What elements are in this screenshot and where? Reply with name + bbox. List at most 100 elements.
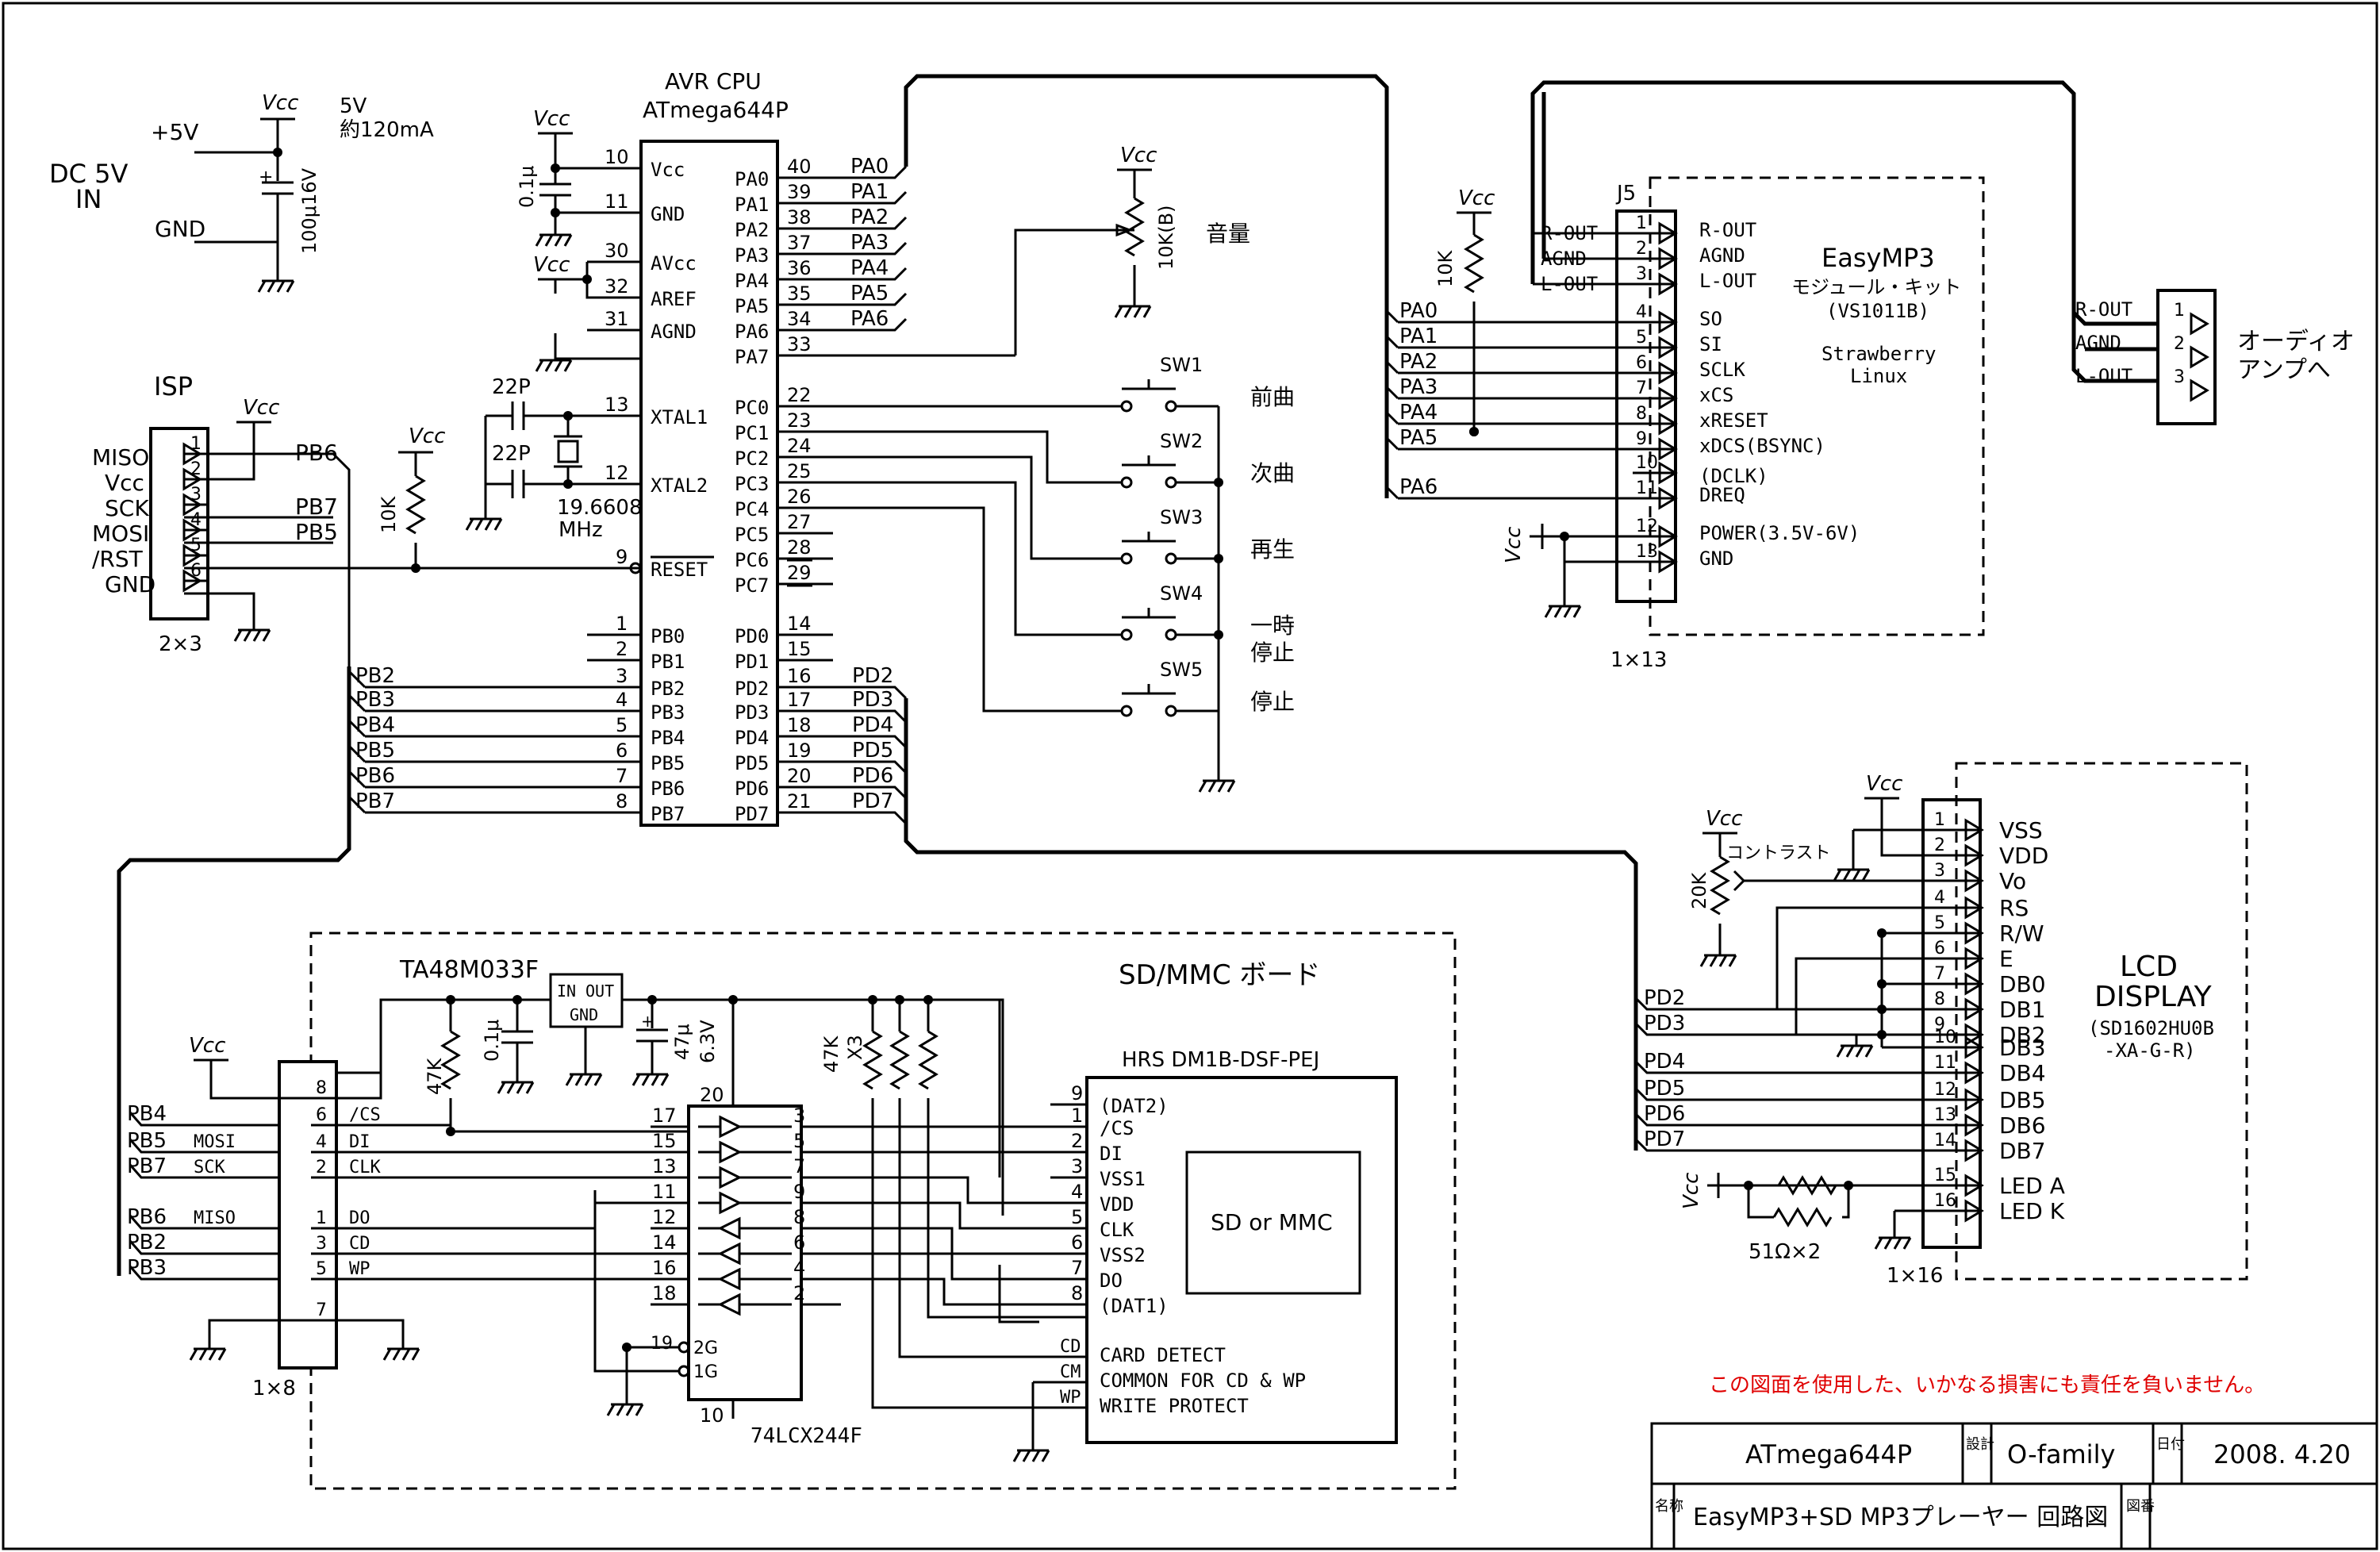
sd-conn-signal: WP (349, 1259, 370, 1279)
lcd-signal: DB1 (1999, 997, 2046, 1023)
cpu-pin-name: PD5 (735, 752, 769, 774)
svg-text:IN: IN (75, 184, 102, 214)
cpu-pin-name: GND (651, 203, 685, 225)
lcd-signal: E (1999, 946, 2013, 972)
svg-text:+: + (259, 167, 273, 187)
switch-name: SW3 (1160, 506, 1203, 528)
net-label: PB6 (127, 1205, 167, 1229)
cpu-pin-num: 35 (787, 282, 812, 305)
svg-text:1G: 1G (693, 1362, 718, 1382)
cpu-pin-name: PD6 (735, 778, 769, 800)
net-label: PA0 (1399, 299, 1438, 323)
svg-text:5V: 5V (340, 94, 367, 118)
lcd-pin-num: 4 (1934, 888, 1945, 908)
cpu-pin-name: PB2 (651, 678, 685, 700)
isp-pin-num: 5 (190, 536, 202, 555)
svg-text:GND: GND (155, 216, 205, 242)
sd-conn-side: MOSI (194, 1132, 236, 1152)
svg-text:Vcc: Vcc (189, 1034, 225, 1058)
j5-signal: SI (1699, 333, 1722, 355)
isp-label: MOSI (92, 521, 149, 547)
buf-pin-num: 14 (652, 1231, 677, 1254)
cpu-pin-name: PA1 (735, 194, 769, 216)
cpu-pin-name: PC1 (735, 422, 769, 444)
net-label: PB3 (127, 1256, 167, 1280)
svg-text:R-OUT: R-OUT (2075, 298, 2132, 321)
cpu-pin-num: 34 (787, 308, 812, 330)
lcd-signal: DB0 (1999, 971, 2046, 997)
net-label: PD6 (1644, 1102, 1685, 1126)
j5-pin-num: 5 (1636, 328, 1647, 348)
cpu-pin-num: 23 (787, 409, 812, 432)
socket-pin-num: 4 (1071, 1181, 1083, 1203)
svg-text:22P: 22P (492, 442, 531, 466)
j5-signal: L-OUT (1699, 270, 1756, 292)
svg-text:IN: IN (557, 982, 576, 1001)
svg-text:この図面を使用した、いかなる損害にも責任を負いません。: この図面を使用した、いかなる損害にも責任を負いません。 (1709, 1373, 2265, 1397)
svg-text:10K(B): 10K(B) (1155, 206, 1177, 270)
cpu-pin-num: 2 (616, 638, 628, 660)
socket-signal: DO (1100, 1270, 1123, 1292)
net-label: PA5 (1399, 426, 1438, 450)
cpu-pin-name: PA0 (735, 168, 769, 190)
net-label: PA1 (850, 180, 889, 204)
svg-text:モジュール・キット: モジュール・キット (1791, 276, 1961, 298)
socket-pin-num: 1 (1071, 1104, 1083, 1127)
svg-text:SD/MMC ボード: SD/MMC ボード (1119, 959, 1320, 991)
cpu-pin-name: PA4 (735, 270, 769, 292)
switch-label: 停止 (1250, 640, 1295, 666)
svg-text:3: 3 (2174, 367, 2185, 387)
cpu-pin-name: PB3 (651, 701, 685, 724)
svg-text:音量: 音量 (1206, 221, 1250, 247)
svg-text:Vcc: Vcc (1679, 1173, 1703, 1209)
net-label: PD7 (1644, 1128, 1685, 1151)
socket-pin-num: 3 (1071, 1155, 1083, 1177)
svg-text:19: 19 (651, 1334, 673, 1354)
svg-text:20: 20 (700, 1084, 724, 1106)
cpu-pin-num: 32 (605, 275, 629, 298)
switch-label: 停止 (1250, 689, 1295, 715)
lcd-signal: DB4 (1999, 1060, 2046, 1086)
svg-text:2×3: 2×3 (159, 632, 202, 656)
switch-label: 前曲 (1250, 384, 1295, 410)
svg-text:19.6608: 19.6608 (557, 496, 643, 520)
socket-signal: /CS (1100, 1117, 1134, 1139)
svg-text:アンプへ: アンプへ (2237, 356, 2331, 384)
cd-label: CD (1060, 1337, 1081, 1357)
cpu-pin-num: 14 (787, 613, 812, 635)
cpu-pin-name: PB4 (651, 727, 685, 749)
svg-text:47K: 47K (820, 1035, 843, 1073)
switch-name: SW2 (1160, 430, 1203, 452)
cpu-pin-num: 17 (787, 689, 812, 711)
svg-text:10K: 10K (1434, 249, 1457, 287)
svg-text:設計: 設計 (1966, 1436, 1994, 1453)
cpu-pin-num: 3 (616, 665, 628, 687)
cpu-pin-num: 33 (787, 333, 812, 355)
j5-pin-num: 11 (1636, 478, 1658, 498)
svg-text:ATmega644P: ATmega644P (1745, 1439, 1912, 1469)
net-label: PD2 (852, 664, 893, 688)
cpu-pin-num: 24 (787, 435, 812, 457)
buf-pin-num: 13 (652, 1155, 677, 1177)
cpu-pin-name: PB0 (651, 625, 685, 647)
isp-pin-num: 2 (190, 459, 202, 479)
svg-text:Linux: Linux (1850, 365, 1907, 387)
isp-pin-num: 3 (190, 485, 202, 505)
svg-text:LCD: LCD (2120, 951, 2178, 983)
cpu-pin-num: 25 (787, 460, 812, 482)
j5-signal: POWER(3.5V-6V) (1699, 522, 1860, 544)
svg-text:コントラスト: コントラスト (1726, 843, 1831, 863)
lcd-pin-num: 9 (1934, 1015, 1945, 1035)
j5-signal: SO (1699, 308, 1722, 330)
net-label: PD2 (1644, 986, 1685, 1010)
lcd-pin-num: 10 (1934, 1028, 1956, 1047)
net-label: PA4 (1399, 401, 1438, 424)
cpu-pin-name: PD3 (735, 701, 769, 724)
net-label: PD5 (852, 739, 893, 763)
lcd-pin-num: 16 (1934, 1191, 1956, 1211)
lcd-pin-num: 7 (1934, 964, 1945, 984)
cpu-pin-name: PB1 (651, 651, 685, 673)
